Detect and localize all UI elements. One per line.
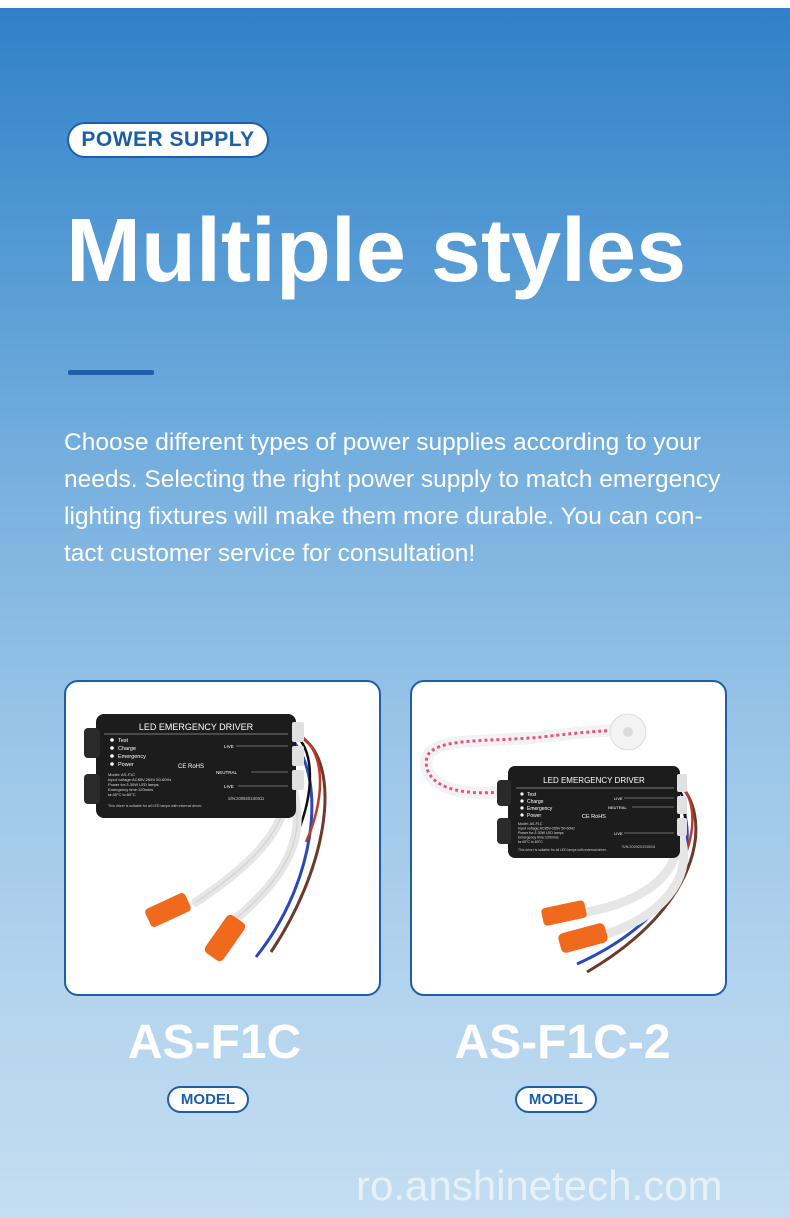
svg-text:Power: Power <box>118 762 134 768</box>
model-name-as-f1c-2: AS-F1C-2 <box>454 1016 671 1069</box>
category-badge: POWER SUPPLY <box>67 122 269 158</box>
model-badge: MODEL <box>515 1086 597 1113</box>
svg-text:Emergency: Emergency <box>118 754 146 760</box>
device-body <box>508 766 680 858</box>
orange-connector <box>145 892 191 928</box>
svg-text:ta:45°C tc:60°C: ta:45°C tc:60°C <box>108 792 136 797</box>
svg-text:Emergency: Emergency <box>527 806 553 812</box>
svg-text:Input voltage:AC85V-265V 50-60: Input voltage:AC85V-265V 50-60Hz <box>108 777 171 782</box>
device-body <box>96 714 296 818</box>
svg-text:NEUTRAL: NEUTRAL <box>608 805 627 810</box>
orange-connector <box>541 900 587 926</box>
model-name-as-f1c: AS-F1C <box>127 1016 302 1069</box>
orange-connector <box>204 914 246 962</box>
svg-text:Emergency time:120mins: Emergency time:120mins <box>518 836 559 840</box>
svg-text:This driver is suitable for al: This driver is suitable for all LED lamp… <box>108 804 202 808</box>
svg-text:This driver is suitable for al: This driver is suitable for all LED lamp… <box>518 848 607 852</box>
svg-text:Model: AS-F1C: Model: AS-F1C <box>518 822 543 826</box>
product-card-as-f1c[interactable]: LED EMERGENCY DRIVER Test Charge Emergen… <box>64 680 381 996</box>
svg-text:LIVE: LIVE <box>614 796 623 801</box>
svg-text:CE RoHS: CE RoHS <box>582 814 606 820</box>
svg-text:Power for:3-30W LED lamps: Power for:3-30W LED lamps <box>518 831 564 835</box>
svg-text:S/N:2009201S0011: S/N:2009201S0011 <box>228 796 265 801</box>
svg-text:Test: Test <box>118 738 129 744</box>
svg-text:Power: Power <box>527 813 542 819</box>
svg-text:Test: Test <box>527 792 537 798</box>
svg-text:Input voltage:AC85V-265V 50-60: Input voltage:AC85V-265V 50-60Hz <box>518 827 575 831</box>
watermark-text: ro.anshinetech.com <box>356 1162 723 1209</box>
svg-text:S/N:2009201S0015: S/N:2009201S0015 <box>622 845 655 849</box>
device-label-title: LED EMERGENCY DRIVER <box>543 776 645 785</box>
svg-text:ta:45°C tc:60°C: ta:45°C tc:60°C <box>518 840 543 844</box>
svg-text:Charge: Charge <box>118 746 136 752</box>
page-title: Multiple styles <box>66 201 687 301</box>
orange-connector <box>558 923 608 953</box>
product-image-as-f1c: LED EMERGENCY DRIVER Test Charge Emergen… <box>84 714 327 962</box>
svg-text:Charge: Charge <box>527 799 544 805</box>
svg-text:LIVE: LIVE <box>224 744 234 749</box>
svg-text:LIVE: LIVE <box>224 784 234 789</box>
title-divider <box>68 370 154 375</box>
product-card-as-f1c-2[interactable]: LED EMERGENCY DRIVER Test Charge Emergen… <box>410 680 727 996</box>
svg-text:LIVE: LIVE <box>614 831 623 836</box>
description-text: Choose different types of power supplies… <box>64 429 721 567</box>
svg-text:Model: AS-F1C: Model: AS-F1C <box>108 772 135 777</box>
svg-text:CE RoHS: CE RoHS <box>178 764 204 770</box>
model-badge: MODEL <box>167 1086 249 1113</box>
top-white-strip <box>0 0 790 8</box>
device-label-title: LED EMERGENCY DRIVER <box>139 722 254 732</box>
product-image-as-f1c-2: LED EMERGENCY DRIVER Test Charge Emergen… <box>420 713 698 974</box>
svg-text:Power for:3-30W LED lamps: Power for:3-30W LED lamps <box>108 782 159 787</box>
svg-text:NEUTRAL: NEUTRAL <box>216 770 238 775</box>
svg-text:Emergency time:120mins: Emergency time:120mins <box>108 787 153 792</box>
